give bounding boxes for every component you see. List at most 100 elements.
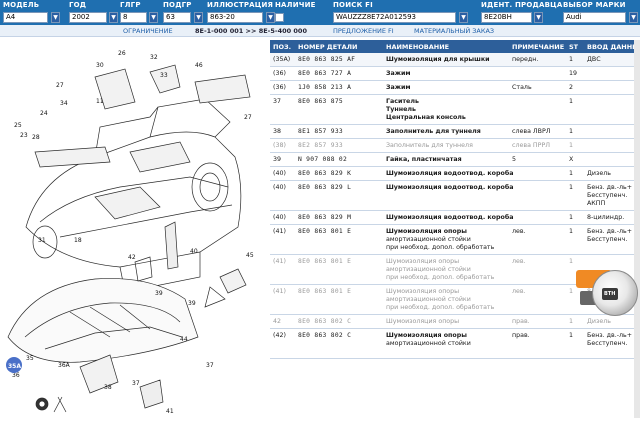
svg-text:31: 31 <box>38 237 46 244</box>
svg-text:23: 23 <box>20 132 28 139</box>
cell-input: Бенз. дв.-ль+ Бесступенч. <box>587 228 633 243</box>
dealer-id-select[interactable]: 8E20BH <box>481 12 532 23</box>
brand-select[interactable]: Audi <box>563 12 626 23</box>
cell-pos: (41) <box>273 228 286 235</box>
chevron-down-icon[interactable]: ▼ <box>534 12 543 23</box>
model-label: МОДЕЛЬ <box>3 1 40 9</box>
cell-pos: (36) <box>273 70 286 77</box>
svg-text:42: 42 <box>128 254 136 261</box>
cart-widget[interactable]: ВТН <box>592 270 638 316</box>
svg-text:39: 39 <box>155 290 163 297</box>
cell-name: Шумоизоляция опоры <box>386 258 460 265</box>
fi-offer-link[interactable]: ПРЕДЛОЖЕНИЕ FI <box>333 27 394 35</box>
year-select[interactable]: 2002 <box>69 12 107 23</box>
table-scrollbar[interactable] <box>634 40 640 418</box>
chevron-down-icon[interactable]: ▼ <box>149 12 158 23</box>
parts-table: ПОЗ. НОМЕР ДЕТАЛИ НАИМЕНОВАНИЕ ПРИМЕЧАНИ… <box>270 40 640 418</box>
cell-name: Зажим <box>386 70 411 77</box>
svg-text:37: 37 <box>132 380 140 387</box>
cell-st: 1 <box>569 98 574 105</box>
cell-pos: (41) <box>273 288 286 295</box>
cell-name: Зажим <box>386 84 411 91</box>
svg-text:36: 36 <box>12 372 20 379</box>
cell-name: амортизационной стойки <box>386 236 471 243</box>
svg-text:40: 40 <box>190 248 198 255</box>
cell-st: 1 <box>569 332 574 339</box>
restriction-link[interactable]: ОГРАНИЧЕНИЕ <box>123 27 173 35</box>
cell-st: 1 <box>569 184 574 191</box>
availability-checkbox[interactable] <box>275 13 284 22</box>
main-group-select[interactable]: 8 <box>120 12 147 23</box>
cell-input: Бенз. дв.-ль+ Бесступенч. <box>587 332 633 347</box>
cell-input: 8-цилиндр. <box>587 214 625 221</box>
cell-pos: (41) <box>273 258 286 265</box>
cell-part-number: 8E0 863 801 E <box>298 258 352 265</box>
svg-text:18: 18 <box>74 237 82 244</box>
cell-part-number: 8E2 857 933 <box>298 142 344 149</box>
svg-text:28: 28 <box>32 134 40 141</box>
cell-st: 1 <box>569 228 574 235</box>
svg-text:27: 27 <box>56 82 64 89</box>
cell-note: лев. <box>512 288 526 295</box>
col-pos[interactable]: ПОЗ. <box>273 43 292 51</box>
cell-name: при необход. допол. обработать <box>386 244 495 251</box>
cell-part-number: N 907 088 02 <box>298 156 348 163</box>
cell-name: Центральная консоль <box>386 114 466 121</box>
illustration-select[interactable]: 863-20 <box>207 12 263 23</box>
cell-name: Заполнитель для туннеля <box>386 128 481 135</box>
svg-text:39: 39 <box>188 300 196 307</box>
cell-note: прав. <box>512 332 530 339</box>
svg-text:46: 46 <box>195 62 203 69</box>
col-part-number[interactable]: НОМЕР ДЕТАЛИ <box>298 43 358 51</box>
cell-name: Шумоизоляция водоотвод. короба <box>386 184 514 191</box>
chevron-down-icon[interactable]: ▼ <box>51 12 60 23</box>
chevron-down-icon[interactable]: ▼ <box>194 12 203 23</box>
svg-text:11: 11 <box>96 98 104 105</box>
chevron-down-icon[interactable]: ▼ <box>629 12 638 23</box>
chevron-down-icon[interactable]: ▼ <box>266 12 275 23</box>
svg-text:38: 38 <box>104 384 112 391</box>
restriction-bar: ОГРАНИЧЕНИЕ 8E-1-000 001 >> 8E-5-400 000… <box>0 25 640 37</box>
chevron-down-icon[interactable]: ▼ <box>109 12 118 23</box>
cell-note: передн. <box>512 56 539 63</box>
cell-name: Гайка, пластинчатая <box>386 156 462 163</box>
svg-text:36A: 36A <box>58 362 71 369</box>
cell-st: 1 <box>569 214 574 221</box>
cell-st: 19 <box>569 70 578 77</box>
col-name[interactable]: НАИМЕНОВАНИЕ <box>386 43 450 51</box>
cell-name: Туннель <box>386 106 416 113</box>
cell-part-number: 8E0 863 802 C <box>298 332 352 339</box>
model-select[interactable]: A4 <box>3 12 48 23</box>
svg-text:37: 37 <box>206 362 214 369</box>
chevron-down-icon[interactable]: ▼ <box>459 12 468 23</box>
cell-input: Дизель <box>587 318 611 325</box>
cell-part-number: 8E0 863 829 K <box>298 170 352 177</box>
cell-note: 5 <box>512 156 517 163</box>
svg-text:35A: 35A <box>8 363 21 370</box>
col-note[interactable]: ПРИМЕЧАНИЕ <box>512 43 565 51</box>
cell-pos: 37 <box>273 98 282 105</box>
col-input[interactable]: ВВОД ДАННЫХ <box>587 43 640 51</box>
col-st[interactable]: ST <box>569 43 579 51</box>
brand-label: ВЫБОР МАРКИ <box>563 1 626 9</box>
material-order-link[interactable]: МАТЕРИАЛЬНЫЙ ЗАКАЗ <box>414 27 495 35</box>
subgroup-select[interactable]: 63 <box>163 12 191 23</box>
filter-bar: МОДЕЛЬ A4 ▼ ГОД 2002 ▼ ГЛГР 8 ▼ ПОДГР 63… <box>0 0 640 25</box>
fi-search-input[interactable]: WAUZZZ8E72A012593 <box>333 12 456 23</box>
illustration-label: ИЛЛЮСТРАЦИЯ <box>207 1 274 9</box>
